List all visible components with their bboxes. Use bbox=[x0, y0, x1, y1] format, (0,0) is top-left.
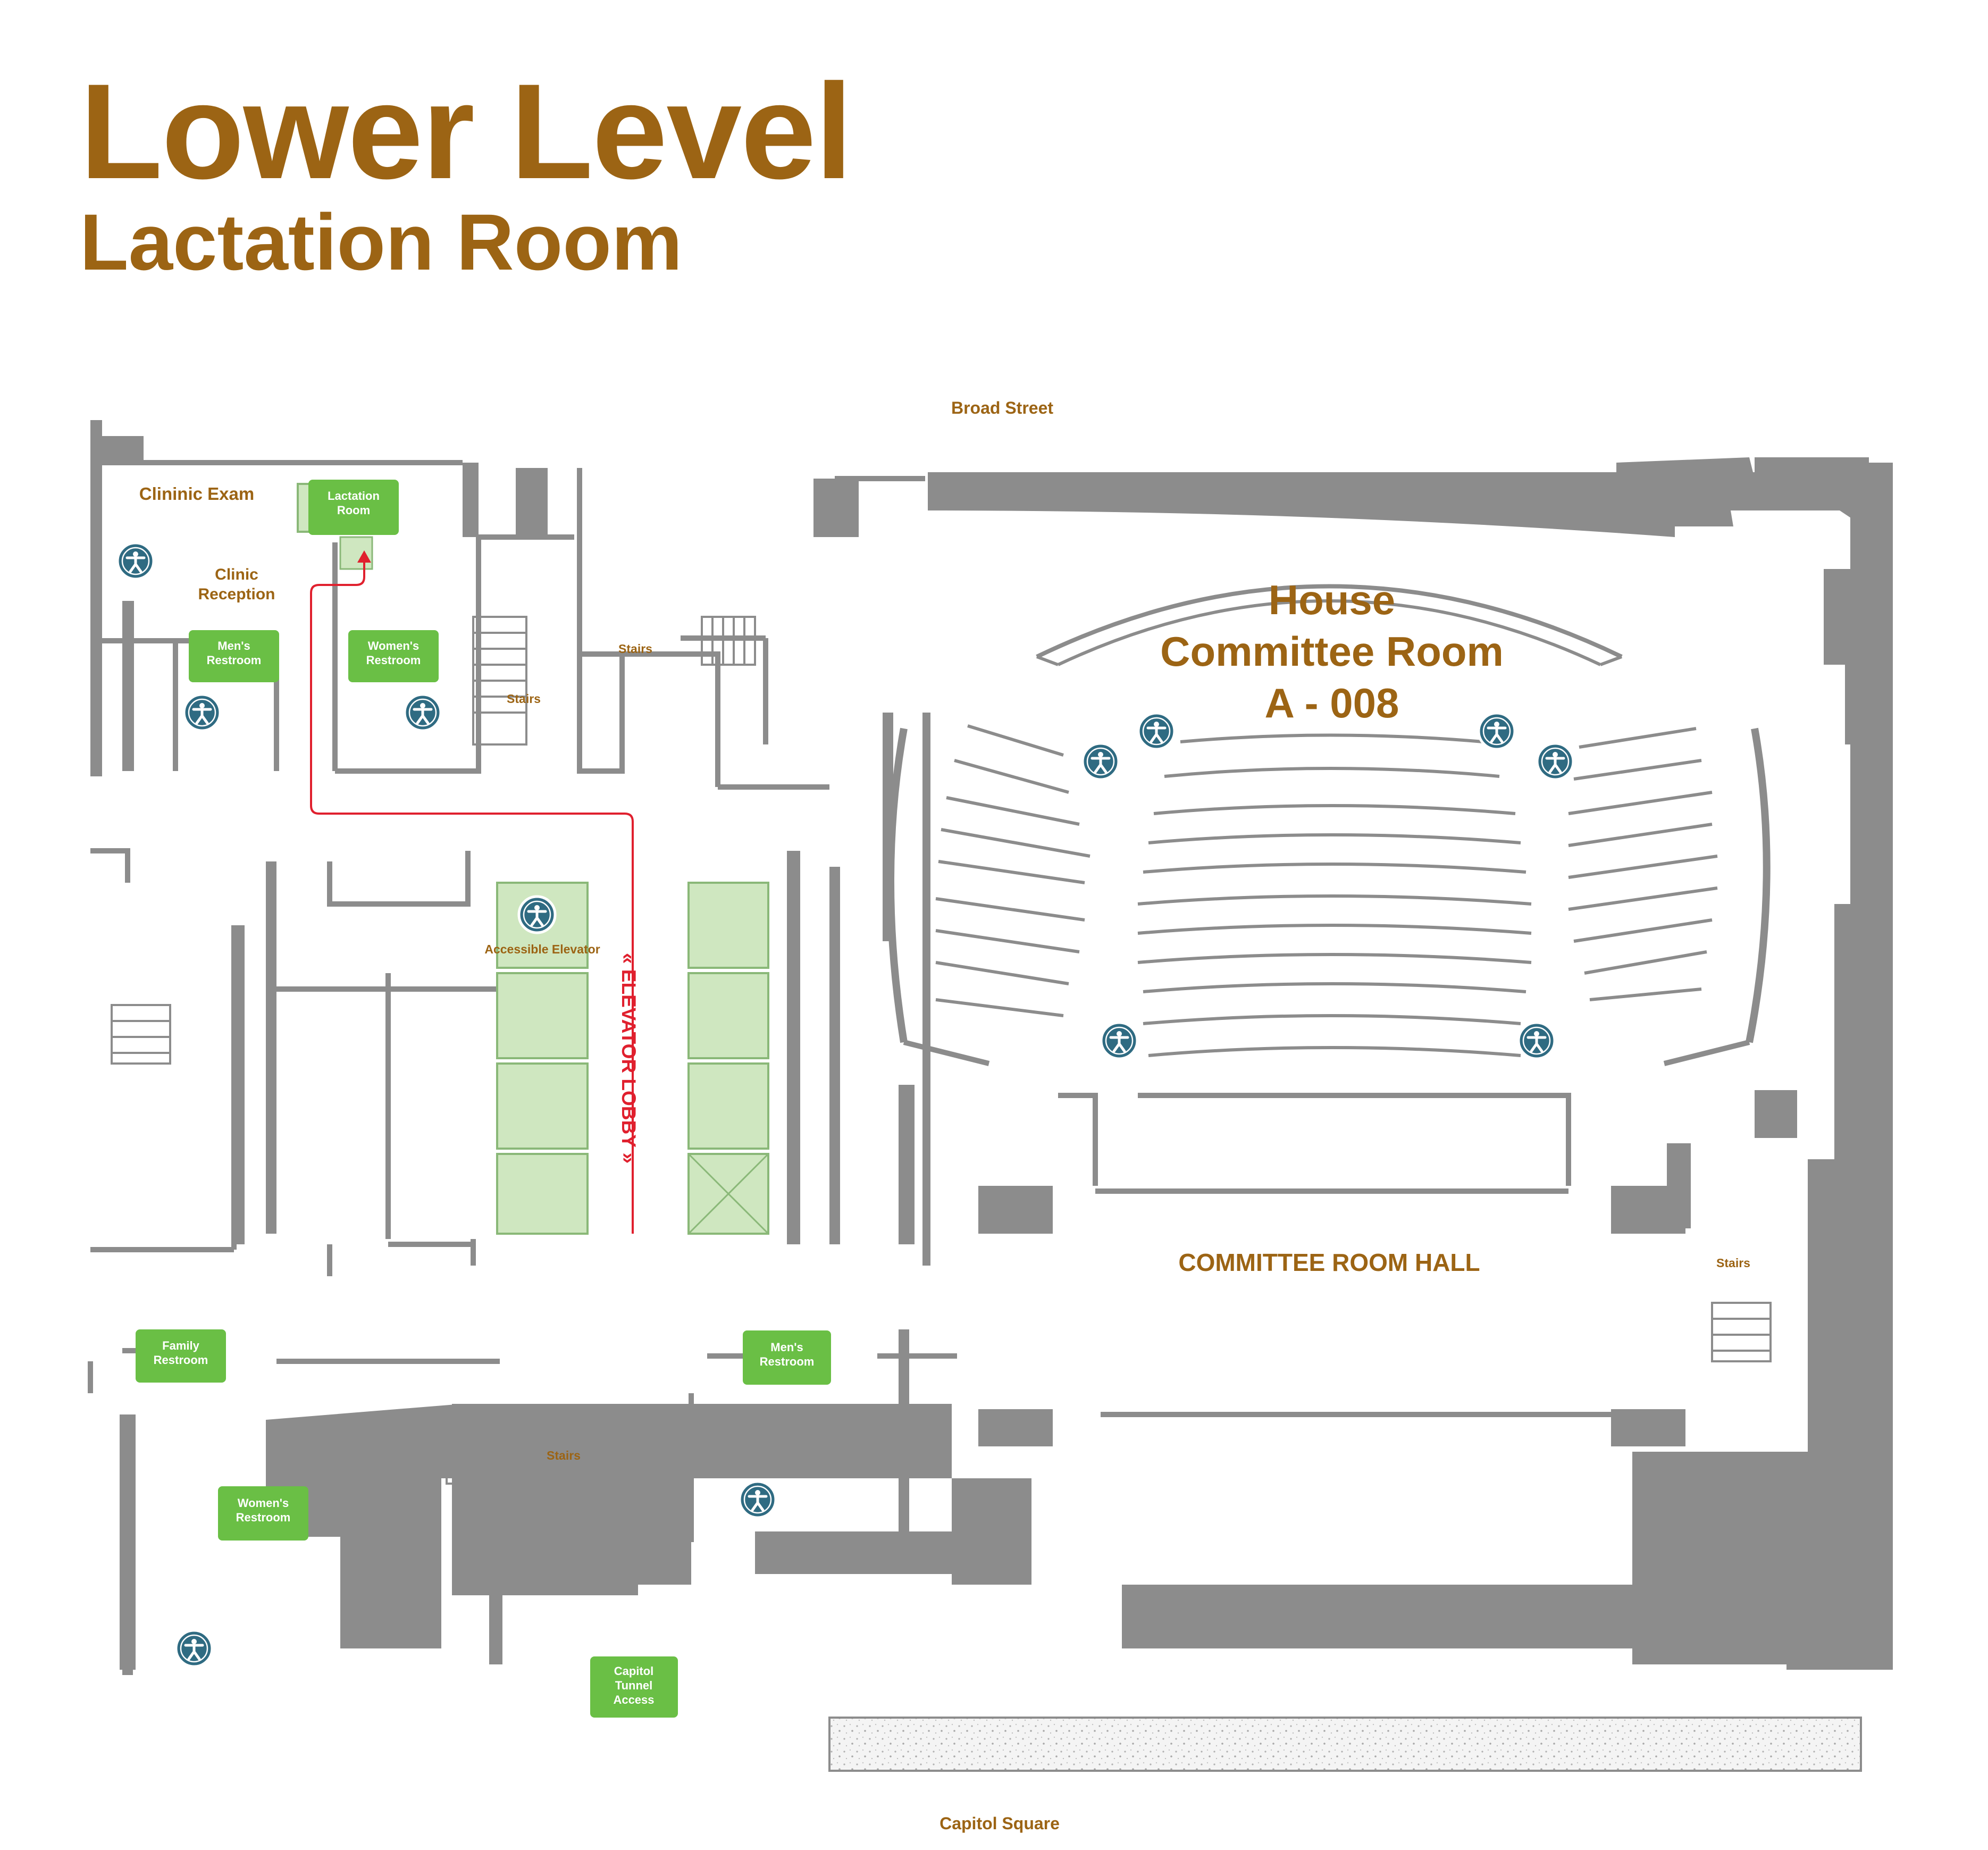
elevator-lobby-label: « ELEVATOR LOBBY » bbox=[618, 953, 640, 1163]
accessible-elevator-label: Accessible Elevator bbox=[484, 942, 600, 956]
green-labels: Lactation Room Men's Restroom Women's Re… bbox=[136, 480, 831, 1718]
label-family-restroom[interactable]: Family Restroom bbox=[136, 1329, 226, 1383]
gravel-strip bbox=[828, 1717, 1862, 1772]
label-womens-restroom-north[interactable]: Women's Restroom bbox=[348, 630, 439, 682]
map-title: Lower Level bbox=[80, 56, 853, 207]
label-tunnel-line3: Access bbox=[613, 1693, 654, 1706]
accessibility-icon bbox=[1138, 713, 1175, 749]
room-clinic-reception-line1: Clinic bbox=[215, 566, 258, 583]
stairs-label-1: Stairs bbox=[618, 642, 652, 656]
stair-treads bbox=[111, 616, 1772, 1485]
label-mens-restroom-south[interactable]: Men's Restroom bbox=[743, 1330, 831, 1385]
label-family-line2: Restroom bbox=[154, 1353, 208, 1367]
label-mens-south-line2: Restroom bbox=[760, 1355, 815, 1368]
accessibility-icon bbox=[740, 1481, 776, 1518]
label-womens-north-line2: Restroom bbox=[366, 654, 421, 667]
accessibility-icon bbox=[1479, 713, 1515, 749]
label-womens-restroom-south[interactable]: Women's Restroom bbox=[218, 1486, 308, 1541]
street-capitol-square: Capitol Square bbox=[940, 1814, 1060, 1833]
stairs-label-2: Stairs bbox=[507, 692, 541, 706]
label-mens-north-line1: Men's bbox=[217, 639, 250, 652]
street-broad: Broad Street bbox=[951, 398, 1053, 417]
committee-room-seating bbox=[887, 584, 1771, 1066]
route-to-lactation-room bbox=[310, 556, 634, 1234]
room-clinic-exam: Clininic Exam bbox=[139, 484, 254, 504]
label-lactation-line2: Room bbox=[337, 504, 370, 517]
stairs-label-4: Stairs bbox=[547, 1449, 581, 1462]
accessibility-icon bbox=[118, 543, 154, 579]
route-arrowhead bbox=[357, 550, 371, 563]
accessibility-icon bbox=[184, 694, 220, 731]
committee-room-hall: COMMITTEE ROOM HALL bbox=[1178, 1249, 1480, 1276]
map-labels: Broad Street Capitol Square Clininic Exa… bbox=[139, 398, 1750, 1833]
accessibility-icon bbox=[405, 694, 441, 731]
room-committee-line2: Committee Room bbox=[1160, 628, 1504, 675]
label-womens-south-line2: Restroom bbox=[236, 1511, 291, 1524]
label-mens-restroom-north[interactable]: Men's Restroom bbox=[189, 630, 279, 682]
label-mens-south-line1: Men's bbox=[770, 1341, 803, 1354]
accessibility-icon bbox=[1101, 1023, 1137, 1059]
label-lactation-line1: Lactation bbox=[328, 489, 380, 503]
interior-walls bbox=[88, 436, 1611, 1542]
elevator-shafts bbox=[297, 483, 769, 1235]
room-committee-line1: House bbox=[1269, 576, 1395, 623]
label-tunnel-line1: Capitol bbox=[614, 1664, 654, 1678]
label-capitol-tunnel-access[interactable]: Capitol Tunnel Access bbox=[590, 1656, 678, 1718]
label-womens-north-line1: Women's bbox=[368, 639, 420, 652]
accessibility-icon bbox=[176, 1630, 212, 1667]
stairs-label-3: Stairs bbox=[1716, 1256, 1750, 1270]
building-walls bbox=[90, 420, 1893, 1675]
room-clinic-reception-line2: Reception bbox=[198, 585, 275, 603]
accessibility-icon bbox=[519, 897, 555, 933]
room-committee-line3: A - 008 bbox=[1265, 680, 1399, 726]
label-tunnel-line2: Tunnel bbox=[615, 1679, 652, 1692]
label-family-line1: Family bbox=[162, 1339, 199, 1352]
label-mens-north-line2: Restroom bbox=[207, 654, 262, 667]
label-womens-south-line1: Women's bbox=[238, 1496, 289, 1510]
accessibility-icon bbox=[1519, 1023, 1555, 1059]
map-subtitle: Lactation Room bbox=[80, 197, 683, 287]
label-lactation-room[interactable]: Lactation Room bbox=[308, 480, 399, 535]
accessibility-icon bbox=[1537, 743, 1573, 780]
accessibility-icon bbox=[1083, 743, 1119, 780]
